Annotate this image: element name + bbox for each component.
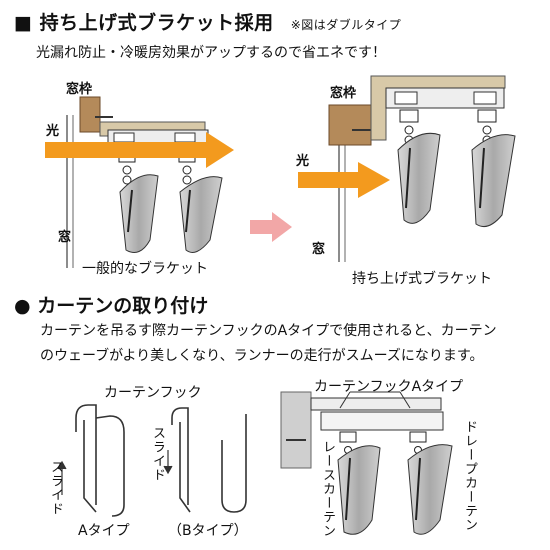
- slide-label-b: スライド: [150, 426, 165, 482]
- lace-curtain-label: レースカーテン: [320, 440, 335, 538]
- curtain-a-type-diagram: [280, 391, 453, 535]
- window-label-right: 窓: [312, 242, 326, 257]
- light-label-right: 光: [296, 154, 310, 169]
- normal-bracket-diagram: [45, 96, 234, 268]
- window-label-left: 窓: [58, 230, 72, 245]
- caption-normal-bracket: 一般的なブラケット: [82, 261, 208, 277]
- slide-label-a: スライド: [48, 460, 63, 516]
- light-label-left: 光: [46, 124, 60, 139]
- frame-label-right: 窓枠: [330, 86, 357, 101]
- hook-title: カーテンフック: [104, 385, 202, 401]
- subheading: 光漏れ防止・冷暖房効果がアップするので省エネです！: [36, 45, 386, 61]
- light-arrow-right: [298, 162, 390, 198]
- window-frame-right: [328, 104, 372, 146]
- curtain-a-type-title: カーテンフックAタイプ: [314, 379, 464, 395]
- frame-label-left: 窓枠: [66, 82, 93, 97]
- raised-bracket-diagram: [298, 75, 516, 262]
- drape-curtain-label: ドレープカーテン: [462, 420, 477, 532]
- type-b-label: （Bタイプ）: [168, 523, 248, 539]
- section2-line2: のウェーブがより美しくなり、ランナーの走行がスムーズになります。: [40, 348, 484, 364]
- section2-line1: カーテンを吊るす際カーテンフックのAタイプで使用されると、カーテン: [40, 323, 497, 339]
- page-heading: ■ 持ち上げ式ブラケット採用 ※図はダブルタイプ: [14, 8, 401, 35]
- type-a-label: Aタイプ: [78, 523, 130, 539]
- heading-note: ※図はダブルタイプ: [290, 18, 402, 32]
- hook-diagram: [75, 404, 247, 517]
- section2-heading: ● カーテンの取り付け: [14, 295, 209, 317]
- heading-text: ■ 持ち上げ式ブラケット採用: [14, 12, 274, 34]
- transition-arrow: [250, 212, 292, 242]
- caption-raised-bracket: 持ち上げ式ブラケット: [352, 271, 492, 287]
- window-frame-left: [79, 96, 101, 133]
- light-arrow-left: [45, 132, 234, 168]
